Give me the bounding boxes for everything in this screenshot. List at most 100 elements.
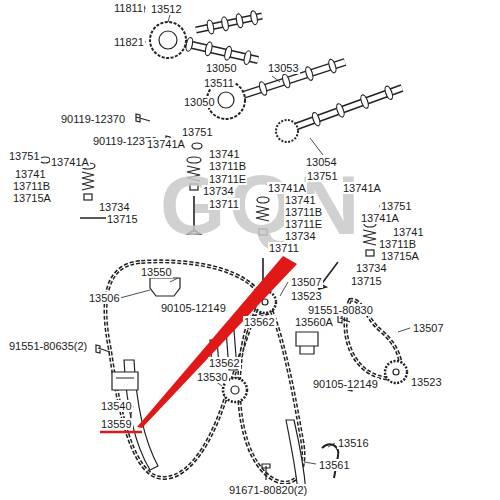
callout-number: 13734 [202,185,235,197]
callout-number: 13751 [181,126,214,138]
cam-lobe [304,66,314,81]
callout-number: 11811 [113,2,144,14]
cam-lobe [206,19,215,34]
callout-number: 13741A [146,138,186,150]
callout-number: 13751 [8,150,41,162]
gear-hub [159,31,177,49]
cam-lobe [281,73,291,88]
valve-spring [363,230,376,245]
callout-number: 13711E [284,218,323,230]
leader-line [304,462,316,464]
callout-number: 13516 [337,437,370,449]
bolt [338,315,350,323]
callout-number: 13734 [98,201,131,213]
callout-number: 13711B [12,180,51,192]
callout-number: 13507 [412,322,445,334]
callout-number: 13562 [208,357,241,369]
callout-number: 11821 [113,36,145,48]
bolt [262,464,270,480]
callout-number: 13715A [380,250,420,262]
camshafts [170,10,402,128]
callout-number: 13711 [208,198,240,210]
cam-lobe [224,46,233,61]
callout-number: 13559 [100,418,133,430]
cam-lobe [221,16,230,31]
sprocket-hub [231,386,239,394]
cam-lobe [258,81,268,96]
callout-number: 90119-12370 [60,113,126,125]
red-underline [100,431,142,434]
callout-number: 13511 [203,77,235,89]
callout-number: 13512 [150,3,183,15]
leader-line [328,443,335,447]
valve-seal [84,194,92,200]
callout-number: 13741 [14,168,47,180]
callout-number: 13751 [380,200,413,212]
callout-number: 91671-80820(2) [228,484,308,496]
callout-number: 13560A [294,316,334,328]
callout-number: 90105-12149 [312,378,379,390]
cam-lobe [311,112,321,127]
callout-number: 13523 [290,290,323,302]
cam-lobe [250,10,259,25]
cam-lobe [384,85,394,100]
valve-cap [192,143,202,149]
cam-lobe [335,103,345,118]
callout-number: 13741A [267,182,307,194]
callout-number: 13711B [284,206,323,218]
cam-gears [134,6,298,144]
chain-guide [286,420,306,492]
chain-tensioner [296,332,318,354]
timing-chain [105,261,262,478]
callout-number: 91551-80635(2) [8,340,88,352]
red-highlight [100,256,297,432]
leader-line [398,328,410,332]
callout-number: 13741 [208,148,241,160]
timing-chain [105,261,262,478]
cam-lobe [243,50,252,65]
chain-tensioner [112,372,138,390]
callout-number: 13050 [205,62,238,74]
bolt [96,345,110,353]
callout-number: 13540 [100,400,133,412]
leader-line [272,76,280,82]
leader-lines [120,8,410,464]
callout-number: 13741 [392,226,425,238]
callout-number: 13751 [306,170,339,182]
valve-seal [366,250,374,256]
leader-line [168,15,170,22]
gear-hub [218,92,234,108]
leader-line [120,290,150,298]
callout-number: 13050 [183,96,216,108]
sprocket [385,361,407,383]
callout-number: 13734 [284,230,317,242]
callout-number: 13741A [360,212,400,224]
bolt [136,114,150,122]
sprocket-hub [393,369,399,375]
callout-number: 13562 [243,316,276,328]
callout-number: 13734 [355,262,388,274]
chain-damper [150,278,180,296]
callout-number: 90105-12149 [160,302,227,314]
cam-lobe [327,58,337,73]
callout-number: 13507 [290,276,323,288]
leader-line [310,138,323,155]
red-pointer [137,256,297,428]
cam-lobe [359,94,369,109]
callout-number: 13715 [350,275,383,287]
callout-number: 13741 [284,194,317,206]
callout-number: 13711B [208,160,247,172]
valve-cap [40,157,50,163]
callout-number: 13741A [342,182,382,194]
callout-number: 13561 [318,459,351,471]
leader-line [170,278,178,282]
callout-number: 13711 [268,242,300,254]
callout-number: 13711E [208,173,247,185]
cam-lobe [204,41,213,56]
cam-gear [150,22,186,58]
callout-number: 13523 [410,376,443,388]
cam-lobe [235,13,244,28]
callout-number: 13550 [140,266,173,278]
